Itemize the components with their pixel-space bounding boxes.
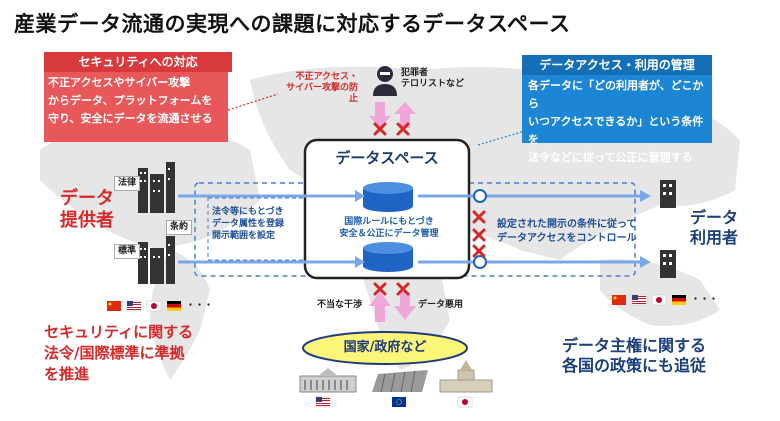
white-house-icon — [299, 368, 357, 393]
security-callout-header: セキュリティへの対応 — [44, 52, 232, 72]
user-label: データ 利用者 — [690, 208, 738, 248]
sovereignty-line: データ主権に関する — [562, 336, 707, 355]
flags-provider — [107, 300, 181, 312]
provider-condition-text: 法令等にもとづき データ属性を登録 開示範囲を設定 — [212, 206, 284, 242]
flags-provider-ellipsis: ・・・ — [186, 301, 214, 311]
sovereignty-line: 各国の政策にも追従 — [562, 356, 707, 375]
database-icon-top — [363, 182, 413, 212]
diet-building-icon — [439, 360, 493, 393]
provider-condition-line: データ属性を登録 — [212, 219, 285, 229]
sovereignty-text: データ主権に関する 各国の政策にも追従 — [562, 336, 706, 376]
attack-connector — [227, 93, 279, 111]
criminal-label-line: 犯罪者 — [401, 68, 429, 78]
user-condition-text: 設定された開示の条件に従って データアクセスをコントロール — [497, 218, 637, 246]
security-compliance-text: セキュリティに関する 法令/国際標準に準拠 を推進 — [44, 322, 193, 385]
attack-cross-icons — [373, 122, 410, 136]
attacker-arrows — [369, 102, 416, 128]
attack-note-line: 不正アクセス・ — [295, 72, 358, 82]
law-tag: 法律 — [114, 176, 141, 191]
provider-label-line: データ — [60, 188, 114, 209]
access-callout-line: 各データに「どの利用者が、どこから — [528, 79, 704, 110]
access-callout-header: データアクセス・利用の管理 — [522, 55, 712, 75]
misuse-label: データ悪用 — [418, 300, 464, 310]
provider-condition-line: 開示範囲を設定 — [212, 231, 276, 241]
attack-note: 不正アクセス・ サイバー攻撃の防止 — [278, 72, 358, 105]
user-flow-arrows — [418, 190, 651, 268]
blocked-cross-icons — [472, 210, 486, 258]
flags-government — [315, 396, 473, 408]
security-callout: セキュリティへの対応 不正アクセスやサイバー攻撃 からデータ、プラットフォームを… — [44, 52, 232, 142]
security-compliance-line: を推進 — [44, 365, 90, 383]
security-callout-line: 不正アクセスやサイバー攻撃 — [48, 76, 191, 89]
flags-user-ellipsis: ・・・ — [691, 295, 719, 305]
interference-label: 不当な干渉 — [317, 300, 363, 310]
access-gates — [473, 189, 487, 269]
dataspace-description: 国際ルールにもとづき 安全＆公正にデータ管理 — [324, 216, 454, 240]
eu-building-icon — [372, 370, 428, 393]
user-label-line: データ — [690, 208, 739, 227]
standard-tag: 標準 — [114, 244, 141, 259]
criminal-icon — [373, 66, 397, 96]
provider-flow-arrows — [178, 190, 365, 268]
provider-building-top — [138, 162, 175, 213]
access-callout-line: 法令などに従って公正に管理する — [528, 151, 693, 164]
provider-label: データ 提供者 — [60, 188, 114, 232]
user-building-bottom — [660, 250, 676, 278]
dataspace-title: データスペース — [335, 149, 439, 167]
contract-tag: 条約 — [166, 220, 193, 235]
government-arrows — [369, 292, 416, 322]
access-callout-line: いつアクセスできるか」という条件を — [528, 115, 704, 146]
database-icon-bottom — [363, 242, 413, 272]
attack-note-line: サイバー攻撃の防止 — [286, 83, 358, 104]
dataspace-description-line: 国際ルールにもとづき — [344, 217, 434, 227]
page-title: 産業データ流通の実現への課題に対応するデータスペース — [14, 12, 571, 36]
flags-user — [612, 294, 686, 306]
interference-cross-icons — [373, 282, 410, 296]
security-compliance-line: 法令/国際標準に準拠 — [44, 344, 185, 362]
security-callout-line: からデータ、プラットフォームを — [48, 94, 213, 107]
user-label-line: 利用者 — [690, 228, 739, 247]
user-building-top — [660, 180, 676, 208]
user-condition-line: 設定された開示の条件に従って — [497, 219, 637, 230]
government-ellipse — [302, 331, 468, 365]
dataspace-description-line: 安全＆公正にデータ管理 — [339, 229, 439, 239]
criminal-label-line: テロリストなど — [401, 79, 465, 89]
provider-label-line: 提供者 — [60, 210, 114, 231]
government-label: 国家/政府など — [343, 340, 427, 355]
security-compliance-line: セキュリティに関する — [44, 323, 194, 341]
provider-condition-line: 法令等にもとづき — [212, 207, 284, 217]
access-callout: データアクセス・利用の管理 各データに「どの利用者が、どこから いつアクセスでき… — [522, 55, 712, 164]
provider-building-bottom — [138, 236, 175, 284]
security-callout-line: 守り、安全にデータを流通させる — [48, 112, 213, 125]
criminal-label: 犯罪者 テロリストなど — [401, 68, 464, 90]
user-condition-line: データアクセスをコントロール — [497, 233, 637, 244]
